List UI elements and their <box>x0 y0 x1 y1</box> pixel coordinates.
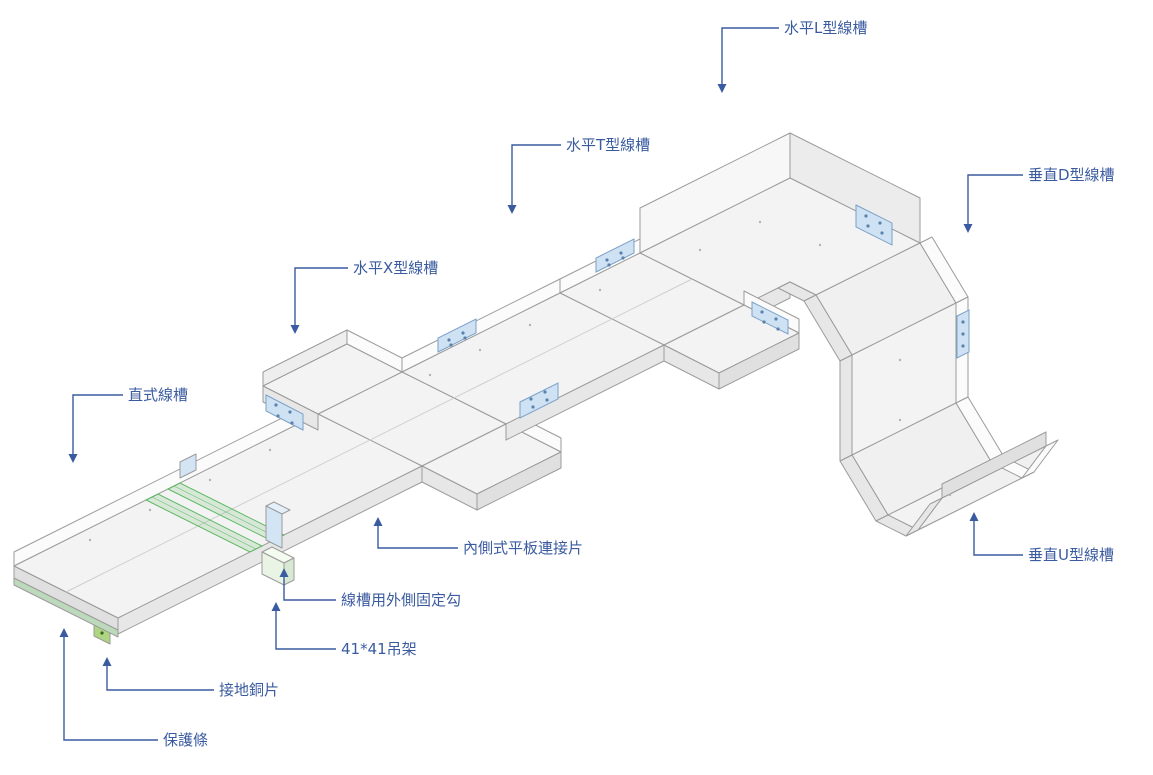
label-inner-flat-connector: 內側式平板連接片 <box>463 539 583 557</box>
arrow-down-icon <box>963 224 973 233</box>
fixing-hook-far-side <box>179 453 197 479</box>
connector-plate <box>855 204 893 246</box>
label-horizontal-l-tray: 水平L型線槽 <box>784 19 867 37</box>
arrow-down-icon <box>717 84 727 93</box>
callout-straight-tray: 直式線槽 <box>68 386 188 463</box>
arrow-up-icon <box>279 568 289 577</box>
connector-plates <box>265 204 970 431</box>
callout-horizontal-l-tray: 水平L型線槽 <box>717 19 867 93</box>
arrow-up-icon <box>969 512 979 521</box>
protection-strip-part <box>13 577 119 638</box>
arrow-down-icon <box>290 325 300 334</box>
connector-plate <box>519 382 559 419</box>
label-grounding-copper: 接地銅片 <box>219 681 279 699</box>
hanger-41x41 <box>144 482 295 586</box>
arrow-down-icon <box>507 205 517 214</box>
floor-holes <box>88 220 952 542</box>
connector-plate <box>595 238 635 273</box>
d-bend-left-rail-2 <box>839 354 853 462</box>
callout-inner-flat-connector: 內側式平板連接片 <box>373 517 583 557</box>
hanger-end-block <box>261 546 295 586</box>
t-branch-end-cap <box>718 332 800 390</box>
label-straight-tray: 直式線槽 <box>128 386 188 404</box>
hanger-channel-line-1 <box>151 496 257 550</box>
callouts: 水平L型線槽 水平T型線槽 垂直D型線槽 水平X型線槽 直式線槽 內側式平板連接… <box>59 19 1115 749</box>
fixing-hook-front <box>265 505 283 549</box>
u-bend-end-cap <box>941 431 1047 499</box>
arrow-up-icon <box>102 657 112 666</box>
label-outer-fixing-hook: 線槽用外側固定勾 <box>341 591 461 609</box>
callout-vertical-d-tray: 垂直D型線槽 <box>963 166 1115 233</box>
l-corner <box>639 132 921 322</box>
label-horizontal-x-tray: 水平X型線槽 <box>353 259 438 277</box>
u-bend-right-rail-2 <box>1021 439 1059 479</box>
callout-protection-strip: 保護條 <box>59 628 208 749</box>
floors <box>13 252 800 619</box>
label-vertical-u-tray: 垂直U型線槽 <box>1028 546 1114 564</box>
connector-plate <box>437 318 477 353</box>
x-arm-dr-end-cap <box>476 451 562 511</box>
tray-assembly <box>13 132 1059 645</box>
callout-horizontal-t-tray: 水平T型線槽 <box>507 136 650 214</box>
connector-plate <box>265 394 304 431</box>
connector-plate <box>956 309 970 359</box>
callout-outer-fixing-hook: 線槽用外側固定勾 <box>279 568 461 609</box>
label-horizontal-t-tray: 水平T型線槽 <box>566 136 650 154</box>
label-protection-strip: 保護條 <box>163 731 208 749</box>
hanger-channel-line-2 <box>173 485 279 539</box>
connector-plate <box>751 301 789 335</box>
center-seam <box>65 278 693 593</box>
arrow-up-icon <box>59 628 69 637</box>
u-bend-left-rail-2 <box>905 497 943 537</box>
fixing-hook <box>265 501 291 549</box>
arrow-down-icon <box>68 454 78 463</box>
label-hanger-41x41: 41*41吊架 <box>341 640 417 658</box>
callout-vertical-u-tray: 垂直U型線槽 <box>969 512 1114 564</box>
u-bend <box>875 431 1059 537</box>
callout-horizontal-x-tray: 水平X型線槽 <box>290 259 438 334</box>
label-vertical-d-tray: 垂直D型線槽 <box>1028 166 1115 184</box>
callout-grounding-copper: 接地銅片 <box>102 657 279 699</box>
callout-hanger-41x41: 41*41吊架 <box>271 602 417 658</box>
arrow-up-icon <box>271 602 281 611</box>
arrow-up-icon <box>373 517 383 526</box>
